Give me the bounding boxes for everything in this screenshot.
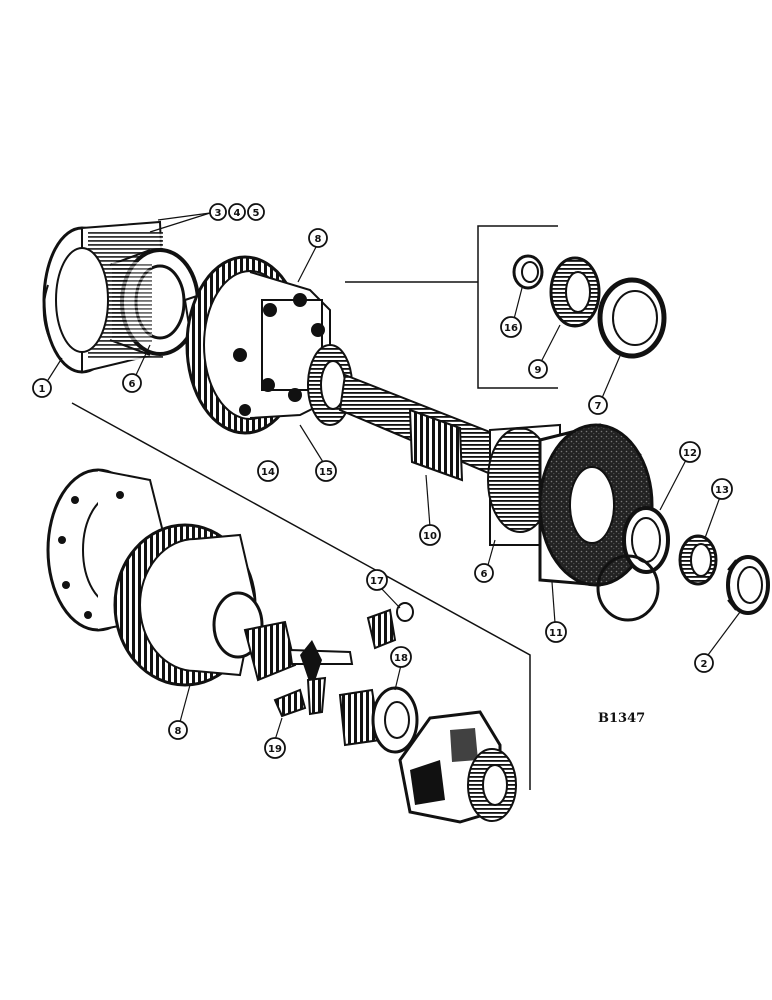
callout-13-label: 13: [715, 485, 729, 496]
callout-9-label: 9: [535, 365, 542, 376]
differential-spider-part: [243, 620, 354, 718]
output-shaft-part: [338, 373, 512, 482]
seal-ring-part: [596, 506, 670, 622]
callout-13: 13: [711, 478, 733, 500]
callout-7-label: 7: [595, 401, 602, 412]
differential-case-part: [398, 710, 517, 824]
side-gear-part: [338, 686, 419, 754]
callout-2-label: 2: [701, 659, 708, 670]
callout-15-label: 15: [319, 467, 333, 478]
callout-11-label: 11: [549, 628, 563, 639]
ring-gear-part: [113, 523, 264, 687]
callout-10-label: 10: [423, 531, 437, 542]
figure-id: B1347: [598, 711, 645, 726]
inset-bracket-lines: [345, 225, 558, 389]
leader-lines: [47, 212, 741, 741]
callout-8-upper: 8: [308, 228, 328, 248]
group-bracket-line: [71, 402, 531, 790]
callout-12: 12: [679, 441, 701, 463]
callout-3: 3: [209, 203, 227, 221]
callout-8-lower-label: 8: [175, 726, 182, 737]
callout-1-label: 1: [39, 384, 46, 395]
callout-16: 16: [500, 316, 522, 338]
callout-19: 19: [264, 737, 286, 759]
bearing-set-inset: [512, 254, 667, 359]
callout-5-label: 5: [253, 208, 260, 219]
callout-17: 17: [366, 569, 388, 591]
bearing-cup-part: [109, 248, 200, 356]
callout-1: 1: [32, 378, 52, 398]
callout-8-upper-label: 8: [315, 234, 322, 245]
bevel-gear-part: [366, 602, 414, 650]
callout-5: 5: [247, 203, 265, 221]
callout-19-label: 19: [268, 744, 282, 755]
bearing-cup-2-part: [726, 555, 770, 615]
callout-17-label: 17: [370, 576, 384, 587]
callout-16-label: 16: [504, 323, 518, 334]
callout-8-lower: 8: [168, 720, 188, 740]
callout-18-label: 18: [394, 653, 408, 664]
callout-6-right: 6: [474, 563, 494, 583]
callout-3-label: 3: [215, 208, 222, 219]
callout-6-right-label: 6: [481, 569, 488, 580]
callout-6-left-label: 6: [129, 379, 136, 390]
callout-12-label: 12: [683, 448, 697, 459]
callout-7: 7: [588, 395, 608, 415]
callout-9: 9: [528, 359, 548, 379]
callout-15: 15: [315, 460, 337, 482]
callout-2: 2: [694, 653, 714, 673]
callout-6-left: 6: [122, 373, 142, 393]
callout-4-label: 4: [234, 208, 241, 219]
callout-11: 11: [545, 621, 567, 643]
ring-gear-assembly-part: [185, 255, 353, 435]
bearing-cone-part: [678, 534, 718, 586]
callout-14: 14: [257, 460, 279, 482]
callout-4: 4: [228, 203, 246, 221]
callout-14-label: 14: [261, 467, 275, 478]
callout-10: 10: [419, 524, 441, 546]
callout-18: 18: [390, 646, 412, 668]
